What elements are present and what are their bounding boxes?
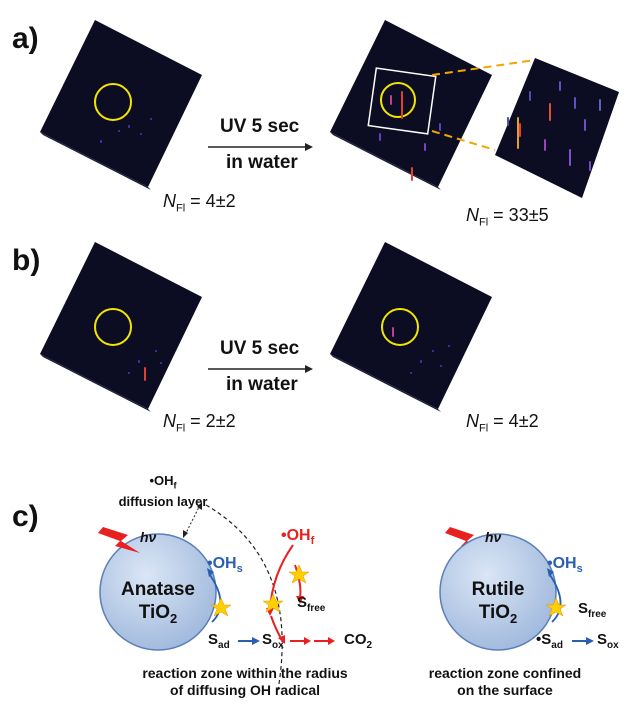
panel-b-after-count: NFl = 4±2 — [466, 411, 539, 435]
rutile-s-ad-label: •Sad — [536, 631, 563, 651]
panel-a-arrow-bottom-label: in water — [226, 152, 298, 173]
region-circle — [94, 308, 132, 346]
anatase-name: Anatase TiO2 — [121, 579, 195, 626]
rutile-s-ox-label: Sox — [597, 631, 619, 651]
panel-a-after-count: NFl = 33±5 — [466, 205, 549, 229]
rutile-s-free-label: Sfree — [578, 600, 607, 620]
anatase-s-ox-label: Sox — [262, 631, 284, 651]
anatase-oh-f-label: •OHf — [281, 527, 315, 548]
rutile-hv-label: hν — [485, 529, 502, 545]
anatase-caption: reaction zone within the radius of diffu… — [142, 665, 348, 698]
panel-c-label: c) — [12, 500, 39, 533]
zoom-connector — [431, 59, 536, 76]
zoom-inset-image — [495, 58, 619, 198]
reaction-star-icon — [262, 593, 284, 613]
panel-b-after-image — [330, 242, 492, 412]
panel-a-after-image — [330, 20, 536, 190]
panel-b-arrow-top-label: UV 5 sec — [220, 338, 300, 359]
panel-b-arrow-bottom-label: in water — [226, 374, 298, 395]
diffusion-layer-label: •OHf diffusion layer — [118, 473, 208, 509]
panel-b-before-count: NFl = 2±2 — [163, 411, 236, 435]
reaction-star-icon — [288, 564, 310, 584]
region-circle — [381, 308, 419, 346]
lightning-icon — [98, 527, 140, 553]
rutile-oh-s-label: •OHs — [547, 555, 583, 576]
rutile-name: Rutile TiO2 — [471, 579, 525, 626]
region-circle — [94, 83, 132, 121]
zoom-box — [367, 67, 437, 135]
zoom-connector — [431, 130, 496, 151]
panel-b-label: b) — [12, 244, 41, 277]
region-circle — [380, 82, 416, 118]
panel-a-label: a) — [12, 22, 39, 55]
rutile-caption: reaction zone confined on the surface — [428, 665, 582, 698]
reaction-star-icon — [210, 597, 232, 617]
anatase-s-free-label: Sfree — [297, 594, 326, 614]
diffusion-boundary — [205, 504, 283, 691]
anatase-oh-s-label: •OHs — [207, 555, 243, 576]
anatase-hv-label: hν — [140, 529, 157, 545]
panel-a-arrow-top-label: UV 5 sec — [220, 116, 300, 137]
anatase-particle — [99, 533, 217, 651]
panel-a-before-image — [40, 20, 202, 190]
co2-label: CO2 — [344, 631, 373, 651]
panel-b-before-image — [40, 242, 202, 412]
lightning-icon — [445, 527, 486, 553]
rutile-particle — [439, 533, 557, 651]
reaction-star-icon — [545, 597, 567, 617]
anatase-s-ad-label: Sad — [208, 631, 230, 651]
panel-a-before-count: NFl = 4±2 — [163, 191, 236, 215]
